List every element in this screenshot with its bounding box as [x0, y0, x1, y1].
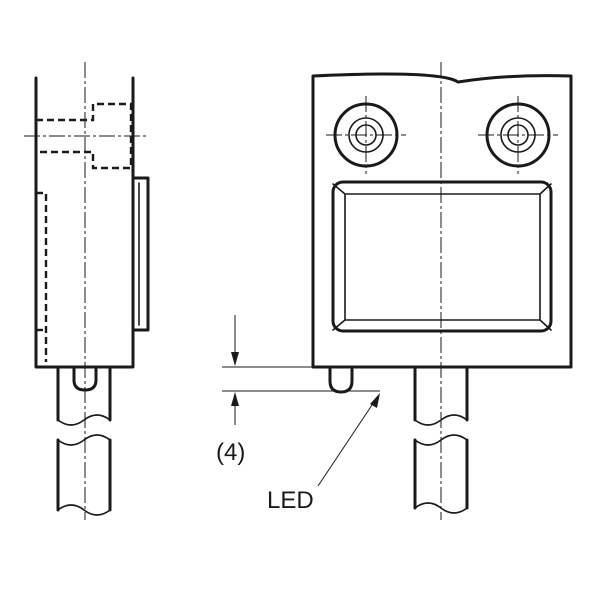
front-view-cable-lower [413, 438, 469, 510]
side-view-cable-upper [56, 366, 112, 422]
dimension-text: (4) [216, 439, 245, 466]
dimension-arrow-lower [231, 392, 239, 406]
side-view-face [131, 176, 150, 332]
side-view-cable-lower [56, 438, 112, 512]
front-view-led [328, 367, 354, 394]
side-view-hidden-side [36, 191, 48, 362]
side-view-led [72, 367, 98, 392]
dimension-arrow-upper [231, 352, 239, 366]
dimension-led-height: (4) [216, 315, 380, 466]
sensing-window-outer [331, 180, 553, 333]
side-view-cable-break-lower [57, 434, 111, 516]
front-view [311, 62, 573, 520]
front-view-cable-break-lower [414, 434, 468, 514]
led-label: LED [267, 487, 314, 514]
led-leader-line [317, 395, 379, 487]
side-view-cable-break-upper [57, 414, 111, 426]
front-view-cable-upper [413, 366, 469, 422]
front-view-cable-break-upper [414, 414, 468, 426]
side-view [24, 62, 150, 520]
led-leader-arrow [370, 393, 380, 408]
sensing-window-inner [332, 183, 552, 331]
led-callout: LED [267, 393, 380, 514]
front-view-body [311, 72, 573, 369]
